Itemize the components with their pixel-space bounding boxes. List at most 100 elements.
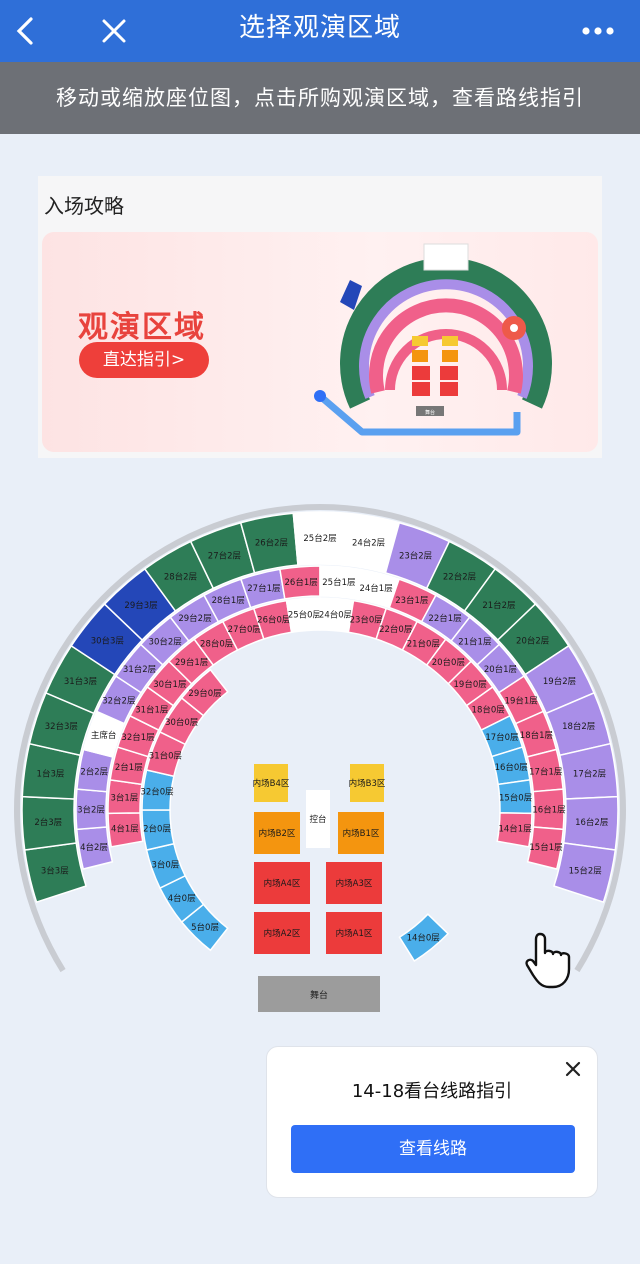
tier3-section-19[interactable]: 16台2层 — [562, 795, 619, 851]
close-button[interactable] — [92, 0, 136, 62]
zone-shape[interactable] — [326, 862, 382, 904]
tier3-section-10[interactable]: 25台2层 — [292, 511, 348, 566]
tier2-section-19[interactable]: 17台1层 — [526, 748, 564, 793]
section-label: 30台1层 — [153, 679, 186, 690]
section-label: 28台2层 — [164, 572, 197, 583]
zone-label: 内场A4区 — [264, 878, 301, 889]
close-icon — [102, 19, 126, 43]
section-label: 主席台 — [91, 730, 117, 741]
zone-shape[interactable] — [350, 764, 384, 802]
back-button[interactable] — [6, 0, 46, 62]
floor-zone-4[interactable]: 内场A4区 — [254, 862, 310, 904]
section-label: 17台1层 — [529, 767, 562, 778]
section-label: 20台1层 — [484, 664, 517, 675]
tier0-left-section-3[interactable]: 2台0层 — [141, 809, 175, 851]
tier1-section-21[interactable]: 14台1层 — [496, 812, 533, 848]
zone-shape[interactable] — [254, 862, 310, 904]
section-label: 31台1层 — [135, 704, 168, 715]
zone-shape[interactable] — [338, 812, 384, 854]
section-label: 23台2层 — [399, 550, 432, 561]
floor-zone-6[interactable]: 内场A2区 — [254, 912, 310, 954]
nav-bar: 选择观演区域 — [0, 0, 640, 62]
section-label: 27台2层 — [208, 550, 241, 561]
section-label: 20台2层 — [516, 635, 549, 646]
guide-banner[interactable]: 观演区域 直达指引> 舞台 — [42, 232, 598, 452]
zone-shape[interactable] — [254, 912, 310, 954]
zone-shape[interactable] — [254, 812, 300, 854]
tier1-section-11[interactable]: 24台0层 — [319, 597, 355, 634]
section-label: 3台1层 — [110, 793, 138, 804]
section-label: 16台2层 — [575, 817, 608, 828]
mini-venue-illustration: 舞台 — [314, 243, 552, 436]
section-label: 26台1层 — [285, 577, 318, 588]
section-label: 31台3层 — [64, 676, 97, 687]
view-route-button[interactable]: 查看线路 — [291, 1125, 575, 1173]
section-label: 17台0层 — [485, 732, 518, 743]
tier1-section-20[interactable]: 15台0层 — [497, 778, 533, 815]
section-shape[interactable] — [526, 826, 565, 870]
section-label: 19台2层 — [543, 676, 576, 687]
stage-label: 舞台 — [310, 989, 328, 1001]
seat-map[interactable]: 3台3层2台3层1台3层32台3层31台3层30台3层29台3层28台2层27台… — [0, 480, 640, 1040]
instruction-banner: 移动或缩放座位图，点击所购观演区域，查看路线指引 — [0, 62, 640, 134]
section-label: 23台0层 — [350, 615, 383, 626]
tier1-section-0[interactable]: 4台1层 — [107, 812, 144, 848]
tier3-section-20[interactable]: 15台2层 — [553, 842, 617, 904]
more-dots-icon — [582, 27, 614, 35]
section-label: 3台3层 — [41, 866, 69, 877]
zone-label: 内场B1区 — [343, 828, 380, 839]
tier2-section-0[interactable]: 4台2层 — [75, 826, 114, 870]
tier0-left-section-7[interactable]: 29台0层 — [180, 668, 229, 717]
section-label: 28台1层 — [212, 595, 245, 606]
tier1-section-10[interactable]: 25台0层 — [285, 597, 322, 634]
tier3-section-0[interactable]: 3台3层 — [23, 842, 87, 904]
section-shape[interactable] — [496, 812, 533, 848]
zone-label: 内场B4区 — [253, 778, 290, 789]
section-shape[interactable] — [398, 913, 450, 962]
section-label: 16台0层 — [495, 762, 528, 773]
floor-zone-0[interactable]: 内场B4区 — [253, 764, 290, 802]
section-label: 27台1层 — [247, 583, 280, 594]
section-label: 32台0层 — [140, 786, 173, 797]
section-label: 4台2层 — [80, 842, 108, 853]
tier2-section-11[interactable]: 25台1层 — [319, 565, 361, 600]
control-booth-label: 控台 — [309, 814, 326, 825]
floor-zone-5[interactable]: 内场A3区 — [326, 862, 382, 904]
tier1-section-1[interactable]: 3台1层 — [107, 778, 143, 815]
section-label: 14台1层 — [498, 824, 531, 835]
tier0-left-section-4[interactable]: 32台0层 — [140, 769, 175, 811]
zone-label: 内场B3区 — [349, 778, 386, 789]
section-label: 24台2层 — [352, 537, 385, 548]
section-label: 19台1层 — [505, 696, 538, 707]
direct-guide-button[interactable]: 直达指引> — [79, 342, 209, 378]
section-label: 24台0层 — [319, 610, 352, 621]
popup-close-button[interactable] — [561, 1057, 585, 1081]
section-label: 15台1层 — [529, 842, 562, 853]
more-button[interactable] — [576, 0, 620, 62]
chevron-left-icon — [16, 17, 33, 45]
floor-zone-7[interactable]: 内场A1区 — [326, 912, 382, 954]
tier2-section-21[interactable]: 15台1层 — [526, 826, 565, 870]
section-label: 25台2层 — [303, 533, 336, 544]
tier2-section-1[interactable]: 3台2层 — [75, 788, 108, 831]
route-guide-popup: 14-18看台线路指引 查看线路 — [266, 1046, 598, 1198]
section-label: 2台3层 — [34, 817, 62, 828]
section-shape[interactable] — [180, 668, 229, 717]
section-label: 17台2层 — [573, 768, 606, 779]
zone-label: 内场A2区 — [264, 928, 301, 939]
zone-shape[interactable] — [326, 912, 382, 954]
tier2-section-10[interactable]: 26台1层 — [279, 565, 321, 600]
tier3-section-1[interactable]: 2台3层 — [21, 795, 78, 851]
section-shape[interactable] — [553, 842, 617, 904]
section-label: 32台1层 — [121, 732, 154, 743]
zone-label: 内场A1区 — [336, 928, 373, 939]
floor-zone-3[interactable]: 内场B1区 — [338, 812, 384, 854]
section-label: 21台0层 — [407, 638, 440, 649]
floor-zone-2[interactable]: 内场B2区 — [254, 812, 300, 854]
floor-zone-1[interactable]: 内场B3区 — [349, 764, 386, 802]
tier0-right-section-0[interactable]: 14台0层 — [398, 913, 450, 962]
tier2-section-20[interactable]: 16台1层 — [532, 788, 566, 831]
section-label: 22台2层 — [443, 572, 476, 583]
section-label: 21台2层 — [482, 600, 515, 611]
zone-shape[interactable] — [254, 764, 288, 802]
